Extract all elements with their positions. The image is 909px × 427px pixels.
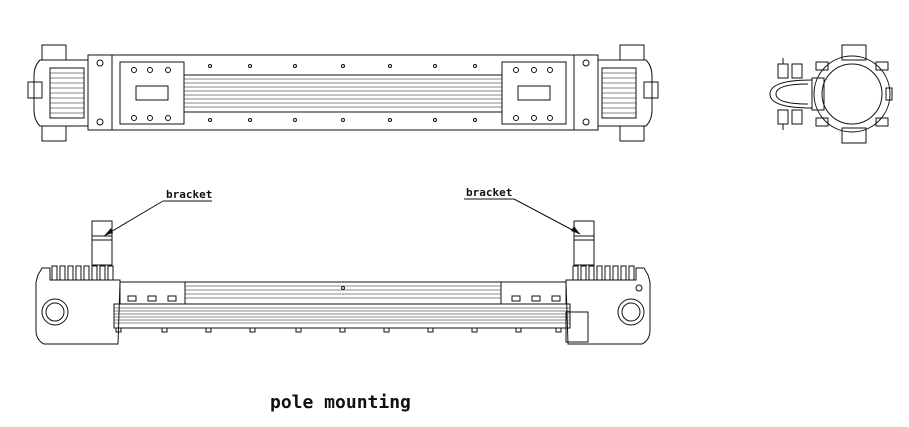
bracket-label-left: bracket [166,188,212,201]
right-side-fins [572,265,635,281]
left-fins [49,67,85,119]
end-view [769,44,893,144]
caption: pole mounting [270,392,411,413]
side-view [35,220,651,345]
left-side-fins [51,265,114,281]
top-view [27,44,659,142]
right-fins [601,67,637,119]
arrow-head-left [104,228,113,236]
center-ribbing [183,74,503,113]
arrow-head-right [571,226,580,234]
bracket-callout-right: bracket [464,186,581,235]
bracket-callout-left: bracket [103,188,212,237]
bracket-label-right: bracket [466,186,512,199]
